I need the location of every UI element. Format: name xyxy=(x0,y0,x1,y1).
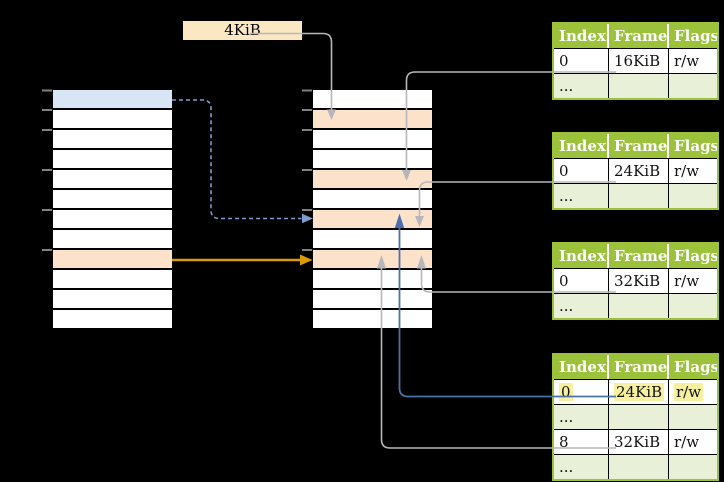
column-header-flags: Flags xyxy=(674,247,717,265)
memory-cell xyxy=(53,110,172,130)
table-row-ellipsis: ... xyxy=(554,454,717,479)
page-table-2: Index Frame Flags 0 24KiB r/w ... xyxy=(552,132,719,210)
tick-marks-left xyxy=(42,89,52,251)
cell-flags: r/w xyxy=(674,162,700,180)
mapped-frame-orange xyxy=(313,210,432,230)
cell-frame: 32KiB xyxy=(609,430,669,454)
page-table-header: Index Frame Flags xyxy=(554,244,717,268)
page-table-header: Index Frame Flags xyxy=(554,24,717,48)
cell-flags xyxy=(669,74,717,98)
cell-index: 0 xyxy=(554,49,609,73)
physical-memory-column xyxy=(313,90,432,330)
cell-frame xyxy=(609,455,669,479)
cell-frame: 32KiB xyxy=(609,269,669,293)
cell-index: ... xyxy=(554,294,609,318)
cell-frame: 16KiB xyxy=(609,49,669,73)
column-header-frame: Frame xyxy=(609,24,669,48)
memory-cell xyxy=(53,270,172,290)
page-table-header: Index Frame Flags xyxy=(554,134,717,158)
highlight-marker: r/w xyxy=(674,383,704,401)
table-row: 0 24KiB r/w xyxy=(554,158,717,183)
memory-cell xyxy=(53,170,172,190)
memory-cell xyxy=(53,290,172,310)
table-row-ellipsis: ... xyxy=(554,404,717,429)
memory-cell xyxy=(313,90,432,110)
memory-cell xyxy=(313,150,432,170)
table-row: 0 32KiB r/w xyxy=(554,268,717,293)
cell-frame: 24KiB xyxy=(609,380,669,404)
memory-cell xyxy=(53,210,172,230)
page-table-1: Index Frame Flags 0 16KiB r/w ... xyxy=(552,22,719,100)
column-header-frame: Frame xyxy=(609,134,669,158)
memory-cell xyxy=(53,130,172,150)
memory-cell xyxy=(313,290,432,310)
memory-cell xyxy=(53,230,172,250)
cell-index: 8 xyxy=(554,430,609,454)
cell-flags xyxy=(669,184,717,208)
highlight-marker: 0 xyxy=(559,383,573,401)
page-table-4: Index Frame Flags 0 24KiB r/w ... 8 32Ki… xyxy=(552,353,719,481)
cell-index: ... xyxy=(554,405,609,429)
cell-flags: r/w xyxy=(669,380,717,404)
arrow-virtual-page-blue-dashed xyxy=(172,99,313,224)
mapped-frame-orange xyxy=(313,110,432,130)
memory-cell xyxy=(313,270,432,290)
virtual-memory-column xyxy=(53,90,172,330)
tick-marks-middle xyxy=(302,89,312,251)
table-row-ellipsis: ... xyxy=(554,73,717,98)
cell-index: 0 xyxy=(554,269,609,293)
cell-flags xyxy=(669,294,717,318)
table-row-ellipsis: ... xyxy=(554,293,717,318)
cell-index: 0 xyxy=(554,380,609,404)
table-row-ellipsis: ... xyxy=(554,183,717,208)
cell-flags: r/w xyxy=(674,272,700,290)
cell-frame xyxy=(609,74,669,98)
page-table-header: Index Frame Flags xyxy=(554,355,717,379)
column-header-index: Index xyxy=(554,244,609,268)
mapped-frame-orange xyxy=(313,250,432,270)
page-size-box: 4KiB xyxy=(183,21,302,40)
memory-cell xyxy=(53,190,172,210)
mapped-page-orange xyxy=(53,250,172,270)
cell-index: ... xyxy=(554,455,609,479)
memory-cell xyxy=(313,190,432,210)
cell-frame xyxy=(609,294,669,318)
mapped-frame-orange xyxy=(313,170,432,190)
cell-index: ... xyxy=(554,184,609,208)
cell-index: 0 xyxy=(554,159,609,183)
page-table-3: Index Frame Flags 0 32KiB r/w ... xyxy=(552,242,719,320)
column-header-frame: Frame xyxy=(609,355,669,379)
column-header-flags: Flags xyxy=(674,27,717,45)
memory-cell xyxy=(53,150,172,170)
mapped-page-blue xyxy=(53,90,172,110)
cell-flags: r/w xyxy=(674,52,700,70)
column-header-flags: Flags xyxy=(674,358,717,376)
cell-index: ... xyxy=(554,74,609,98)
table-row: 8 32KiB r/w xyxy=(554,429,717,454)
cell-frame xyxy=(609,405,669,429)
cell-frame xyxy=(609,184,669,208)
memory-cell xyxy=(313,310,432,330)
column-header-index: Index xyxy=(554,134,609,158)
column-header-index: Index xyxy=(554,24,609,48)
cell-flags xyxy=(669,405,717,429)
arrow-virtual-page-orange xyxy=(172,254,313,266)
table-row-highlighted: 0 24KiB r/w xyxy=(554,379,717,404)
memory-cell xyxy=(313,130,432,150)
memory-cell xyxy=(313,230,432,250)
column-header-flags: Flags xyxy=(674,137,717,155)
highlight-marker: 24KiB xyxy=(614,383,665,401)
column-header-frame: Frame xyxy=(609,244,669,268)
cell-flags xyxy=(669,455,717,479)
column-header-index: Index xyxy=(554,355,609,379)
table-row: 0 16KiB r/w xyxy=(554,48,717,73)
cell-frame: 24KiB xyxy=(609,159,669,183)
cell-flags: r/w xyxy=(674,433,700,451)
memory-cell xyxy=(53,310,172,330)
